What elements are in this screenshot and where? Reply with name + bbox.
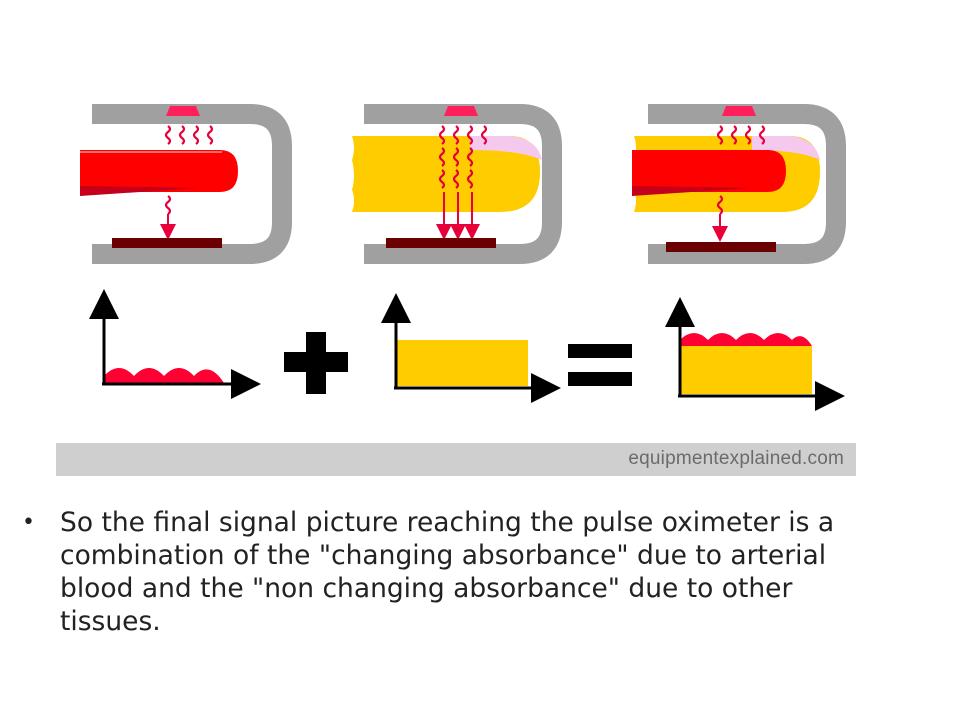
- plus-sign: [284, 332, 348, 394]
- photodetector: [666, 242, 776, 252]
- light-transmitted: [712, 194, 728, 242]
- equals-sign: [568, 344, 632, 386]
- graph-non-changing-absorbance: [381, 293, 561, 403]
- nail: [470, 136, 542, 160]
- panel-artery-only: [80, 104, 292, 264]
- watermark-text: equipmentexplained.com: [628, 448, 844, 469]
- photodetector: [112, 238, 222, 248]
- baseline-absorbance: [680, 346, 812, 394]
- probe-clip: [364, 104, 562, 264]
- light-source: [722, 106, 756, 116]
- nail: [752, 136, 820, 160]
- graph-combined-absorbance: [665, 297, 845, 411]
- probe-clip: [648, 104, 846, 264]
- artery: [80, 150, 238, 196]
- photodetector: [386, 238, 496, 248]
- panel-tissue-only: [352, 104, 562, 264]
- bullet-marker: •: [22, 510, 35, 535]
- pulse-oximetry-diagram: [80, 104, 846, 411]
- light-waves-incident: [164, 124, 214, 146]
- pulse-wave: [104, 368, 224, 383]
- light-source: [166, 106, 200, 116]
- probe-clip: [92, 104, 292, 264]
- pulse-wave: [680, 333, 812, 346]
- light-transmitted: [436, 192, 480, 240]
- artery: [632, 150, 786, 196]
- bullet-text: So the final signal picture reaching the…: [60, 507, 835, 637]
- source-banner: equipmentexplained.com: [56, 443, 856, 476]
- baseline-absorbance: [396, 340, 528, 386]
- light-transmitted: [160, 194, 176, 240]
- graph-changing-absorbance: [89, 289, 261, 399]
- light-source: [444, 106, 478, 116]
- tissue: [352, 136, 542, 212]
- panel-combined: [632, 104, 846, 264]
